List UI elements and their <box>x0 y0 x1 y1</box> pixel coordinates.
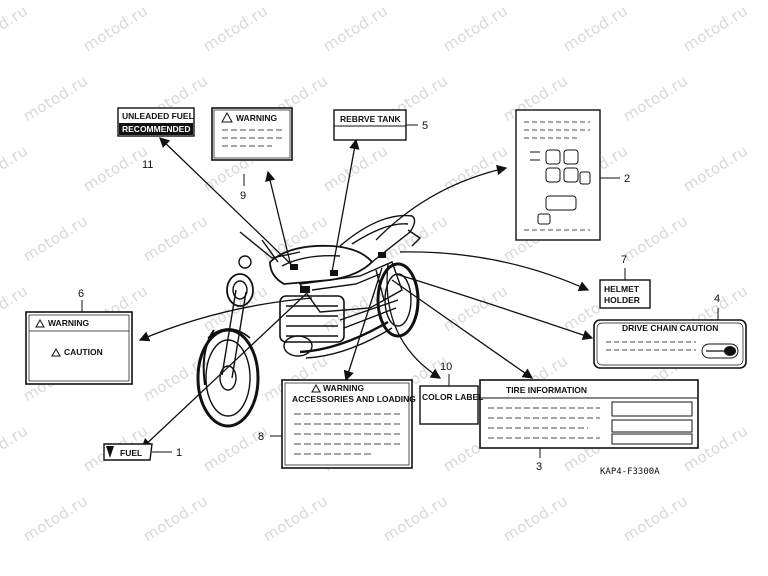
leader-lines <box>138 137 594 449</box>
label-reserve-tank: REBRVE TANK 5 <box>333 109 428 141</box>
leader-1 <box>141 293 307 449</box>
leader-11 <box>159 137 296 269</box>
label-drive-chain: DRIVE CHAIN CAUTION 4 <box>593 293 747 369</box>
warning6-title: WARNING <box>48 318 89 328</box>
label-warning-caution: WARNING CAUTION 6 <box>25 288 133 385</box>
leader-2 <box>375 164 508 241</box>
callout-5: 5 <box>422 120 428 132</box>
tire-title: TIRE INFORMATION <box>506 385 587 395</box>
accessories-subtitle: ACCESSORIES AND LOADING <box>292 394 416 404</box>
diagram-code: KAP4-F3300A <box>600 467 660 477</box>
fuel-arrow-icon <box>106 446 114 458</box>
leader-6 <box>138 297 313 342</box>
label-helmet-holder: HELMET HOLDER 7 <box>599 254 651 309</box>
callout-6: 6 <box>78 288 84 300</box>
callout-3: 3 <box>536 461 542 473</box>
label-unleaded-fuel: UNLEADED FUEL RECOMMENDED 11 <box>117 107 195 171</box>
unleaded-line-2: RECOMMENDED <box>122 124 190 134</box>
warning-triangle-icon <box>35 318 45 328</box>
label-color: COLOR LABEL 10 <box>419 361 483 425</box>
label-tire-information: TIRE INFORMATION 3 <box>479 379 699 473</box>
leader-8 <box>343 267 383 382</box>
caution-triangle-icon <box>51 347 61 357</box>
leader-7 <box>399 251 590 291</box>
label-warning-9: WARNING 9 <box>211 107 293 202</box>
leader-5 <box>331 138 360 273</box>
warning-triangle-icon <box>311 383 321 393</box>
helmet-line-1: HELMET <box>604 284 640 294</box>
unleaded-line-1: UNLEADED FUEL <box>122 111 194 121</box>
leader-10 <box>386 263 442 379</box>
fuel-text: FUEL <box>120 448 142 458</box>
label-parts-manual: 2 <box>515 109 630 241</box>
callout-2: 2 <box>624 173 630 185</box>
callout-10: 10 <box>440 361 452 373</box>
helmet-line-2: HOLDER <box>604 295 640 305</box>
accessories-warning: WARNING <box>323 383 364 393</box>
leader-3 <box>391 279 534 379</box>
callout-8: 8 <box>258 431 264 443</box>
callout-4: 4 <box>714 293 720 305</box>
chain-title: DRIVE CHAIN CAUTION <box>622 323 718 333</box>
label-fuel: FUEL 1 <box>103 443 182 461</box>
callout-7: 7 <box>621 254 627 266</box>
warning6-caution: CAUTION <box>64 347 103 357</box>
color-text: COLOR LABEL <box>422 392 483 402</box>
warning-triangle-icon <box>221 111 233 123</box>
warning9-title: WARNING <box>236 113 277 123</box>
leader-4 <box>395 273 594 341</box>
callout-9: 9 <box>240 190 246 202</box>
label-accessories: WARNING ACCESSORIES AND LOADING 8 <box>258 379 416 469</box>
reserve-text: REBRVE TANK <box>340 114 401 124</box>
callout-11: 11 <box>142 159 153 171</box>
callout-1: 1 <box>176 447 182 459</box>
leader-9 <box>265 170 291 263</box>
